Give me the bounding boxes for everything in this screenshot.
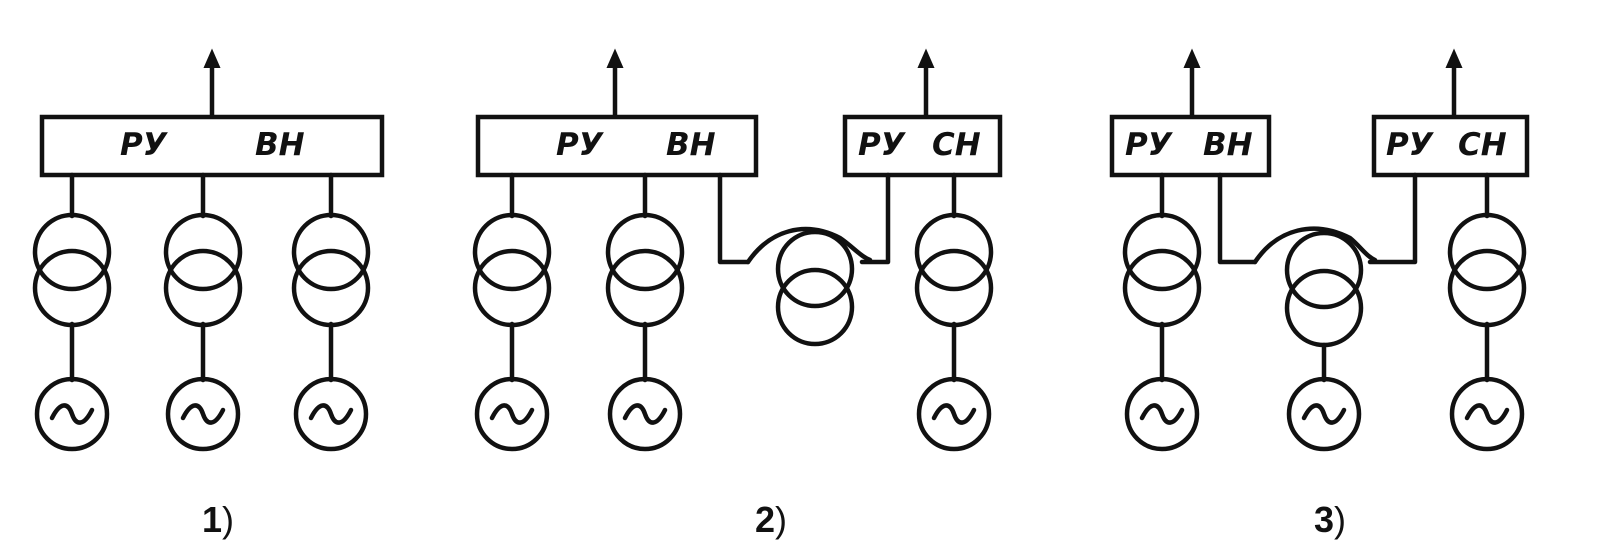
two-winding-transformer-icon: [1450, 215, 1524, 325]
two-winding-transformer-icon: [1125, 215, 1199, 325]
outgoing-line-arrow-icon: [1185, 51, 1199, 115]
bus-ru-vn: РУ ВН: [1109, 114, 1272, 178]
bus-ru-vn: РУ ВН: [39, 114, 385, 178]
generator-icon: [1452, 379, 1522, 449]
unit-3-1: [1125, 172, 1199, 449]
generator-icon: [1289, 379, 1359, 449]
unit-1-2: [166, 172, 240, 449]
generator-icon: [610, 379, 680, 449]
generator-icon: [37, 379, 107, 449]
two-winding-transformer-icon: [475, 215, 549, 325]
generator-icon: [1127, 379, 1197, 449]
bus-ru-sn: РУ СН: [842, 114, 1003, 178]
two-winding-transformer-icon: [294, 215, 368, 325]
bus-label-right: ВН: [255, 127, 305, 163]
diagram-3: РУ ВН РУ СН: [1109, 51, 1530, 540]
two-winding-transformer-icon: [917, 215, 991, 325]
generator-icon: [919, 379, 989, 449]
outgoing-line-arrow-icon: [1447, 51, 1461, 115]
unit-3-2-autotransformer: [1217, 172, 1418, 449]
two-winding-transformer-icon: [166, 215, 240, 325]
outgoing-line-arrow-icon: [919, 51, 933, 115]
diagram-2: РУ ВН РУ СН: [475, 51, 1003, 540]
bus-label-right: СН: [932, 127, 981, 163]
caption-3: 3): [1314, 499, 1346, 540]
unit-2-2: [608, 172, 682, 449]
diagram-1: РУ ВН 1): [35, 51, 385, 540]
outgoing-line-arrow-icon: [205, 51, 219, 115]
two-winding-transformer-icon: [608, 215, 682, 325]
unit-2-3: [917, 172, 991, 449]
generator-icon: [168, 379, 238, 449]
autotransformer-icon: [745, 226, 873, 347]
bus-label-left: РУ: [556, 127, 605, 163]
two-winding-transformer-icon: [35, 215, 109, 325]
unit-3-3: [1450, 172, 1524, 449]
caption-1: 1): [202, 499, 234, 540]
autotransformer-icon: [1252, 226, 1378, 348]
bus-label-right: СН: [1458, 127, 1507, 163]
bus-label-left: РУ: [1386, 127, 1435, 163]
bus-ru-sn: РУ СН: [1371, 114, 1530, 178]
bus-label-left: РУ: [858, 127, 907, 163]
coupling-autotransformer: [717, 172, 891, 347]
bus-label-left: РУ: [1125, 127, 1174, 163]
bus-label-right: ВН: [1203, 127, 1253, 163]
bus-label-right: ВН: [666, 127, 716, 163]
generator-icon: [296, 379, 366, 449]
unit-2-1: [475, 172, 549, 449]
unit-1-1: [35, 172, 109, 449]
outgoing-line-arrow-icon: [608, 51, 622, 115]
bus-ru-vn: РУ ВН: [475, 114, 759, 178]
caption-2: 2): [755, 499, 787, 540]
bus-label-left: РУ: [120, 127, 169, 163]
generator-icon: [477, 379, 547, 449]
unit-1-3: [294, 172, 368, 449]
